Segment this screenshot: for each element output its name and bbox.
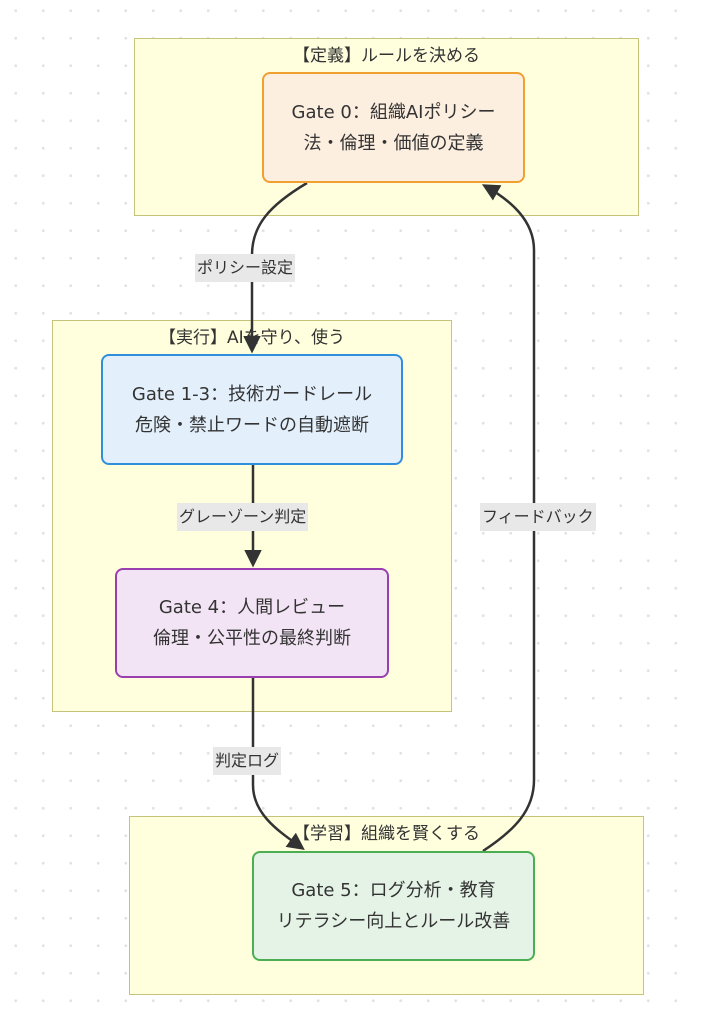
edge-label-judgement-log: 判定ログ [213, 747, 282, 775]
cluster-define: 【定義】ルールを決める [134, 38, 639, 216]
gate5-description: リテラシー向上とルール改善 [276, 911, 511, 932]
node-gate0[interactable]: Gate 0：組織AIポリシー 法・倫理・価値の定義 [262, 72, 525, 183]
gate13-title: Gate 1-3：技術ガードレール [131, 383, 373, 405]
edge-label-policy-setting: ポリシー設定 [195, 254, 296, 282]
gate13-description: 危険・禁止ワードの自動遮断 [135, 414, 369, 436]
gate5-title: Gate 5：ログ分析・教育 [291, 880, 496, 901]
node-gate5[interactable]: Gate 5：ログ分析・教育 リテラシー向上とルール改善 [252, 851, 535, 961]
edge-label-feedback: フィードバック [480, 503, 596, 531]
gate0-title: Gate 0：組織AIポリシー [291, 101, 496, 123]
node-gate4[interactable]: Gate 4：人間レビュー 倫理・公平性の最終判断 [115, 568, 389, 678]
edge-label-grayzone-judgement: グレーゾーン判定 [177, 503, 309, 531]
cluster-learn-title: 【学習】組織を賢くする [293, 824, 480, 844]
gate4-description: 倫理・公平性の最終判断 [153, 628, 351, 649]
cluster-execute-title: 【実行】AIを守り、使う [159, 328, 345, 348]
gate4-title: Gate 4：人間レビュー [158, 597, 346, 618]
cluster-define-title: 【定義】ルールを決める [293, 46, 480, 66]
gate0-description: 法・倫理・価値の定義 [303, 132, 484, 154]
node-gate13[interactable]: Gate 1-3：技術ガードレール 危険・禁止ワードの自動遮断 [101, 354, 403, 465]
